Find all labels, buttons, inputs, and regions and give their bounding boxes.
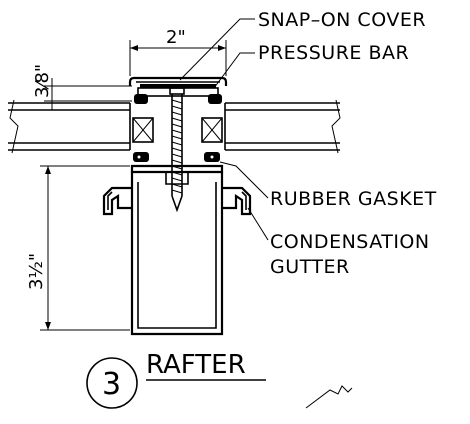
glazing-panels: [8, 99, 341, 154]
rafter-depth-dimension: 3½": [26, 165, 130, 331]
label-gutter: GUTTER: [270, 256, 350, 278]
width-dimension-text: 2": [166, 27, 186, 48]
width-dimension: 2": [129, 27, 227, 76]
lower-gaskets: [133, 152, 220, 162]
label-condensation: CONDENSATION: [270, 231, 430, 253]
label-pressure-bar: PRESSURE BAR: [258, 42, 409, 64]
rafter-profile: [102, 164, 252, 336]
cover-height-text: 3⁄8": [32, 64, 53, 98]
screw: [169, 87, 185, 213]
label-rubber-gasket: RUBBER GASKET: [270, 188, 437, 210]
detail-callout: 3 RAFTER: [86, 350, 353, 409]
leader-lines: [179, 18, 269, 241]
spacer-blocks: [132, 117, 223, 143]
rafter-depth-text: 3½": [26, 253, 47, 290]
callout-title: RAFTER: [146, 350, 246, 380]
label-snap-on-cover: SNAP–ON COVER: [258, 9, 426, 31]
callout-number: 3: [102, 367, 121, 402]
cover-height-dimension: 3⁄8": [32, 64, 132, 110]
snap-on-cover: [128, 76, 228, 88]
